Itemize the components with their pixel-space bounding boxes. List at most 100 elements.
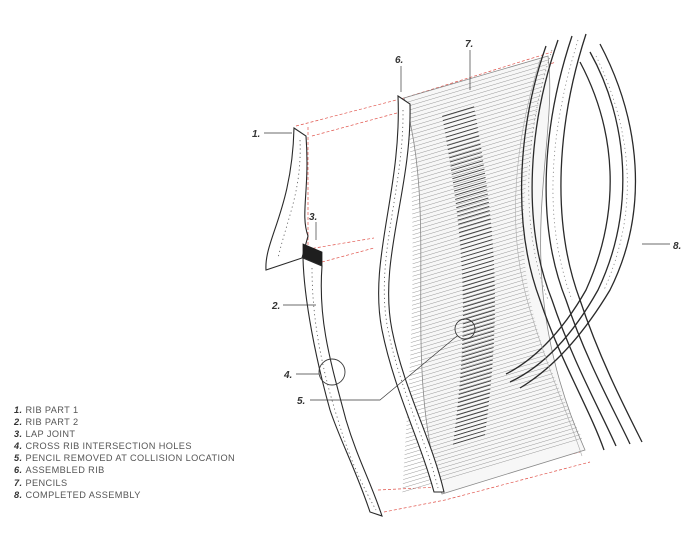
pencil-dark-line (455, 193, 488, 205)
pencil-dark-line (462, 276, 495, 288)
pencil-line (412, 188, 526, 223)
pencil-line (412, 213, 524, 248)
collision-circle (454, 318, 476, 340)
pencil-line (412, 175, 527, 211)
pencil-line (410, 135, 533, 173)
pencil-line (410, 313, 534, 352)
callout-5: 5. (297, 396, 305, 407)
pencil-dark-line (458, 218, 491, 229)
pencil-dark-line (457, 210, 490, 221)
pencil-dark-line (462, 297, 496, 308)
callout-4: 4. (283, 370, 292, 381)
pencil-line (410, 131, 534, 169)
legend-text: ASSEMBLED RIB (25, 465, 105, 476)
pencil-dark-line (462, 326, 495, 337)
pencil-line (406, 373, 553, 418)
pencil-dark-line (447, 139, 480, 151)
pencil-dark-line (449, 147, 482, 159)
legend-item: 6.ASSEMBLED RIB (14, 464, 235, 476)
pencil-dark-line (454, 417, 488, 429)
pencil-dark-line (453, 430, 486, 441)
pencil-dark-line (457, 392, 491, 404)
pencil-line (409, 336, 540, 377)
pencil-line (410, 317, 535, 356)
legend-text: RIB PART 1 (25, 405, 79, 415)
pencil-dark-line (455, 189, 488, 200)
pencil-line (411, 282, 528, 318)
callout-7: 7. (465, 39, 473, 50)
pencil-dark-line (462, 284, 495, 296)
pencil-line (412, 266, 526, 302)
pencil-line (411, 170, 528, 206)
legend-number: 5. (14, 453, 23, 464)
pencil-line (406, 380, 556, 426)
legend-number: 7. (14, 477, 23, 488)
pencil-dark-line (462, 268, 495, 279)
pencil-dark-line (459, 226, 492, 238)
pencil-line (412, 196, 525, 231)
completed-assembly (505, 33, 643, 457)
pencil-dark-line (461, 338, 495, 350)
pencil-dark-line (461, 251, 494, 263)
pencil-dark-line (460, 359, 493, 370)
pencil-dark-line (462, 272, 495, 283)
pencil-dark-band (442, 106, 496, 445)
legend-number: 6. (14, 465, 23, 476)
pencil-line (411, 166, 528, 202)
pencil-dark-line (454, 185, 487, 196)
pencil-line (412, 200, 525, 236)
legend-text: RIB PART 2 (25, 417, 79, 428)
pencil-dark-line (455, 413, 488, 424)
pencil-dark-line (462, 293, 496, 304)
legend-text: COMPLETED ASSEMBLY (25, 489, 141, 500)
pencil-dark-line (456, 400, 490, 412)
pencil-line (411, 144, 532, 182)
pencil-dark-line (445, 127, 478, 138)
pencil-dark-line (457, 205, 490, 217)
rib-part-1 (265, 126, 309, 271)
pencil-line (411, 140, 532, 177)
pencil-dark-line (461, 347, 494, 358)
pencil-dark-line (462, 288, 495, 300)
pencil-dark-line (462, 309, 495, 321)
pencil-line (409, 328, 538, 368)
pencil-dark-line (461, 255, 494, 267)
pencil-dark-line (460, 247, 494, 258)
callout-3: 3. (309, 212, 317, 223)
pencil-line (407, 358, 548, 401)
pencil-dark-line (460, 367, 493, 379)
pencil-line (410, 309, 533, 348)
pencil-dark-line (460, 239, 493, 250)
pencil-dark-line (458, 214, 491, 225)
pencil-line (411, 157, 530, 194)
pencil-dark-line (455, 409, 489, 420)
pencil-line (412, 192, 526, 227)
pencil-line (409, 332, 539, 372)
pencil-dark-line (456, 197, 489, 209)
pencil-dark-line (458, 222, 492, 234)
callout-numbers: 1. 2. 3. 4. 5. 6. 7. 8. (252, 39, 681, 407)
legend-item: 3.LAP JOINT (14, 428, 235, 440)
pencil-dark-line (452, 434, 486, 445)
pencil-dark-line (460, 243, 493, 254)
pencil-dark-line (462, 305, 496, 317)
pencil-dark-line (460, 363, 493, 375)
intersection-holes-circle (318, 358, 346, 386)
pencil-dark-line (459, 376, 492, 387)
pencil-line (408, 343, 543, 385)
pencil-line (407, 369, 552, 414)
pencil-dark-line (449, 152, 482, 163)
legend-text: PENCILS (25, 477, 68, 488)
pencil-line (410, 126, 535, 165)
legend-item: 8.COMPLETED ASSEMBLY (14, 489, 235, 501)
pencil-dark-line (458, 384, 491, 395)
pencil-dark-line (457, 396, 490, 408)
pencil-line (412, 183, 526, 219)
pencil-line (408, 354, 546, 397)
pencil-dark-line (446, 131, 479, 142)
pencil-line (411, 290, 529, 327)
pencil-dark-line (462, 280, 495, 292)
pencil-line (410, 118, 536, 157)
legend-text: LAP JOINT (25, 429, 76, 440)
legend-item: 1.RIB PART 1 (14, 404, 235, 416)
